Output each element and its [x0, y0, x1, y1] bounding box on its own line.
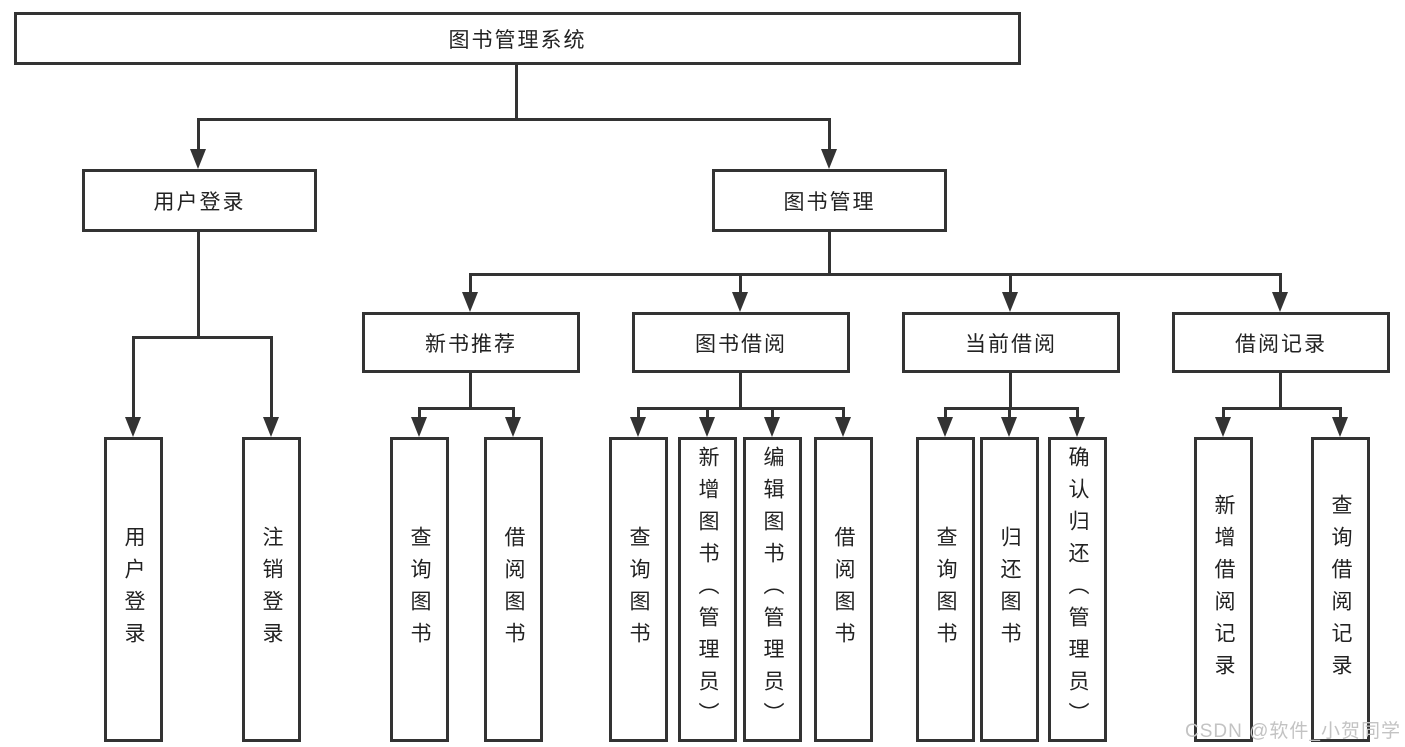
- connector-root-stem: [515, 65, 518, 120]
- arrow-down-icon: [1272, 292, 1288, 312]
- leaf-query-borrow-record: 查询借阅记录: [1311, 437, 1370, 742]
- leaf-query-books-current: 查询图书: [916, 437, 975, 742]
- arrow-down-icon: [732, 292, 748, 312]
- connector-group-hbar: [1222, 407, 1342, 410]
- leaf-query-books-borrow: 查询图书: [609, 437, 668, 742]
- node-user-login: 用户登录: [82, 169, 317, 232]
- connector-group-stem: [739, 373, 742, 409]
- leaf-borrow-books-recommend: 借阅图书: [484, 437, 543, 742]
- leaf-return-book-label: 归还图书: [998, 525, 1021, 654]
- connector-drop-leaf: [944, 407, 947, 419]
- leaf-query-books-recommend-label: 查询图书: [408, 525, 431, 654]
- connector-drop-group: [739, 273, 742, 294]
- node-user-login-label: 用户登录: [153, 190, 246, 214]
- node-book-borrow-label: 图书借阅: [695, 332, 787, 356]
- node-current-borrow: 当前借阅: [902, 312, 1120, 373]
- connector-drop-leaf: [512, 407, 515, 419]
- csdn-watermark: CSDN @软件_小贺同学: [1185, 721, 1401, 742]
- connector-drop-group: [1279, 273, 1282, 294]
- node-root-label: 图书管理系统: [448, 28, 587, 52]
- connector-drop-user-login: [197, 118, 200, 152]
- connector-drop-leaf: [1339, 407, 1342, 419]
- arrow-down-icon: [462, 292, 478, 312]
- connector-group-stem: [469, 373, 472, 409]
- leaf-confirm-return-admin-label: 确认归还（管理员）: [1066, 445, 1089, 734]
- arrow-down-icon: [630, 417, 646, 437]
- leaf-borrow-books-recommend-label: 借阅图书: [502, 525, 525, 654]
- connector-book-management-hbar: [469, 273, 1282, 276]
- connector-drop-leaf: [842, 407, 845, 419]
- connector-group-stem: [1009, 373, 1012, 409]
- arrow-down-icon: [505, 417, 521, 437]
- connector-group-hbar: [944, 407, 1079, 410]
- arrow-down-icon: [1002, 292, 1018, 312]
- connector-drop-leaf: [1076, 407, 1079, 419]
- leaf-edit-book-admin: 编辑图书（管理员）: [743, 437, 802, 742]
- connector-book-management-stem: [828, 232, 831, 275]
- connector-drop-leaf: [132, 336, 135, 419]
- leaf-edit-book-admin-label: 编辑图书（管理员）: [761, 445, 784, 734]
- arrow-down-icon: [190, 149, 206, 169]
- connector-drop-group: [1009, 273, 1012, 294]
- node-book-management-label: 图书管理: [783, 190, 876, 214]
- arrow-down-icon: [1332, 417, 1348, 437]
- arrow-down-icon: [1069, 417, 1085, 437]
- connector-group-hbar: [637, 407, 845, 410]
- leaf-query-books-current-label: 查询图书: [934, 525, 957, 654]
- arrow-down-icon: [937, 417, 953, 437]
- arrow-down-icon: [764, 417, 780, 437]
- connector-user-login-stem: [197, 232, 200, 338]
- leaf-query-books-recommend: 查询图书: [390, 437, 449, 742]
- node-borrow-records: 借阅记录: [1172, 312, 1390, 373]
- connector-drop-leaf: [706, 407, 709, 419]
- leaf-borrow-books-label: 借阅图书: [832, 525, 855, 654]
- node-book-management: 图书管理: [712, 169, 947, 232]
- leaf-return-book: 归还图书: [980, 437, 1039, 742]
- connector-drop-leaf: [637, 407, 640, 419]
- connector-drop-book-management: [828, 118, 831, 152]
- connector-group-hbar: [418, 407, 515, 410]
- leaf-confirm-return-admin: 确认归还（管理员）: [1048, 437, 1107, 742]
- leaf-user-login: 用户登录: [104, 437, 163, 742]
- leaf-add-book-admin: 新增图书（管理员）: [678, 437, 737, 742]
- leaf-logout: 注销登录: [242, 437, 301, 742]
- arrow-down-icon: [125, 417, 141, 437]
- connector-drop-leaf: [771, 407, 774, 419]
- node-book-borrow: 图书借阅: [632, 312, 850, 373]
- arrow-down-icon: [835, 417, 851, 437]
- connector-drop-group: [469, 273, 472, 294]
- leaf-add-book-admin-label: 新增图书（管理员）: [696, 445, 719, 734]
- arrow-down-icon: [1001, 417, 1017, 437]
- leaf-add-borrow-record-label: 新增借阅记录: [1212, 493, 1235, 686]
- leaf-borrow-books: 借阅图书: [814, 437, 873, 742]
- node-new-book-recommend: 新书推荐: [362, 312, 580, 373]
- leaf-user-login-label: 用户登录: [122, 525, 145, 654]
- arrow-down-icon: [411, 417, 427, 437]
- connector-group-stem: [1279, 373, 1282, 409]
- arrow-down-icon: [821, 149, 837, 169]
- node-current-borrow-label: 当前借阅: [965, 332, 1057, 356]
- node-borrow-records-label: 借阅记录: [1235, 332, 1327, 356]
- leaf-add-borrow-record: 新增借阅记录: [1194, 437, 1253, 742]
- arrow-down-icon: [1215, 417, 1231, 437]
- arrow-down-icon: [263, 417, 279, 437]
- node-root: 图书管理系统: [14, 12, 1021, 65]
- leaf-query-borrow-record-label: 查询借阅记录: [1329, 493, 1352, 686]
- leaf-logout-label: 注销登录: [260, 525, 283, 654]
- leaf-query-books-borrow-label: 查询图书: [627, 525, 650, 654]
- connector-drop-leaf: [418, 407, 421, 419]
- connector-drop-leaf: [270, 336, 273, 419]
- node-new-book-recommend-label: 新书推荐: [425, 332, 517, 356]
- connector-drop-leaf: [1222, 407, 1225, 419]
- connector-root-hbar: [197, 118, 831, 121]
- connector-drop-leaf: [1008, 407, 1011, 419]
- arrow-down-icon: [699, 417, 715, 437]
- connector-user-login-hbar: [132, 336, 273, 339]
